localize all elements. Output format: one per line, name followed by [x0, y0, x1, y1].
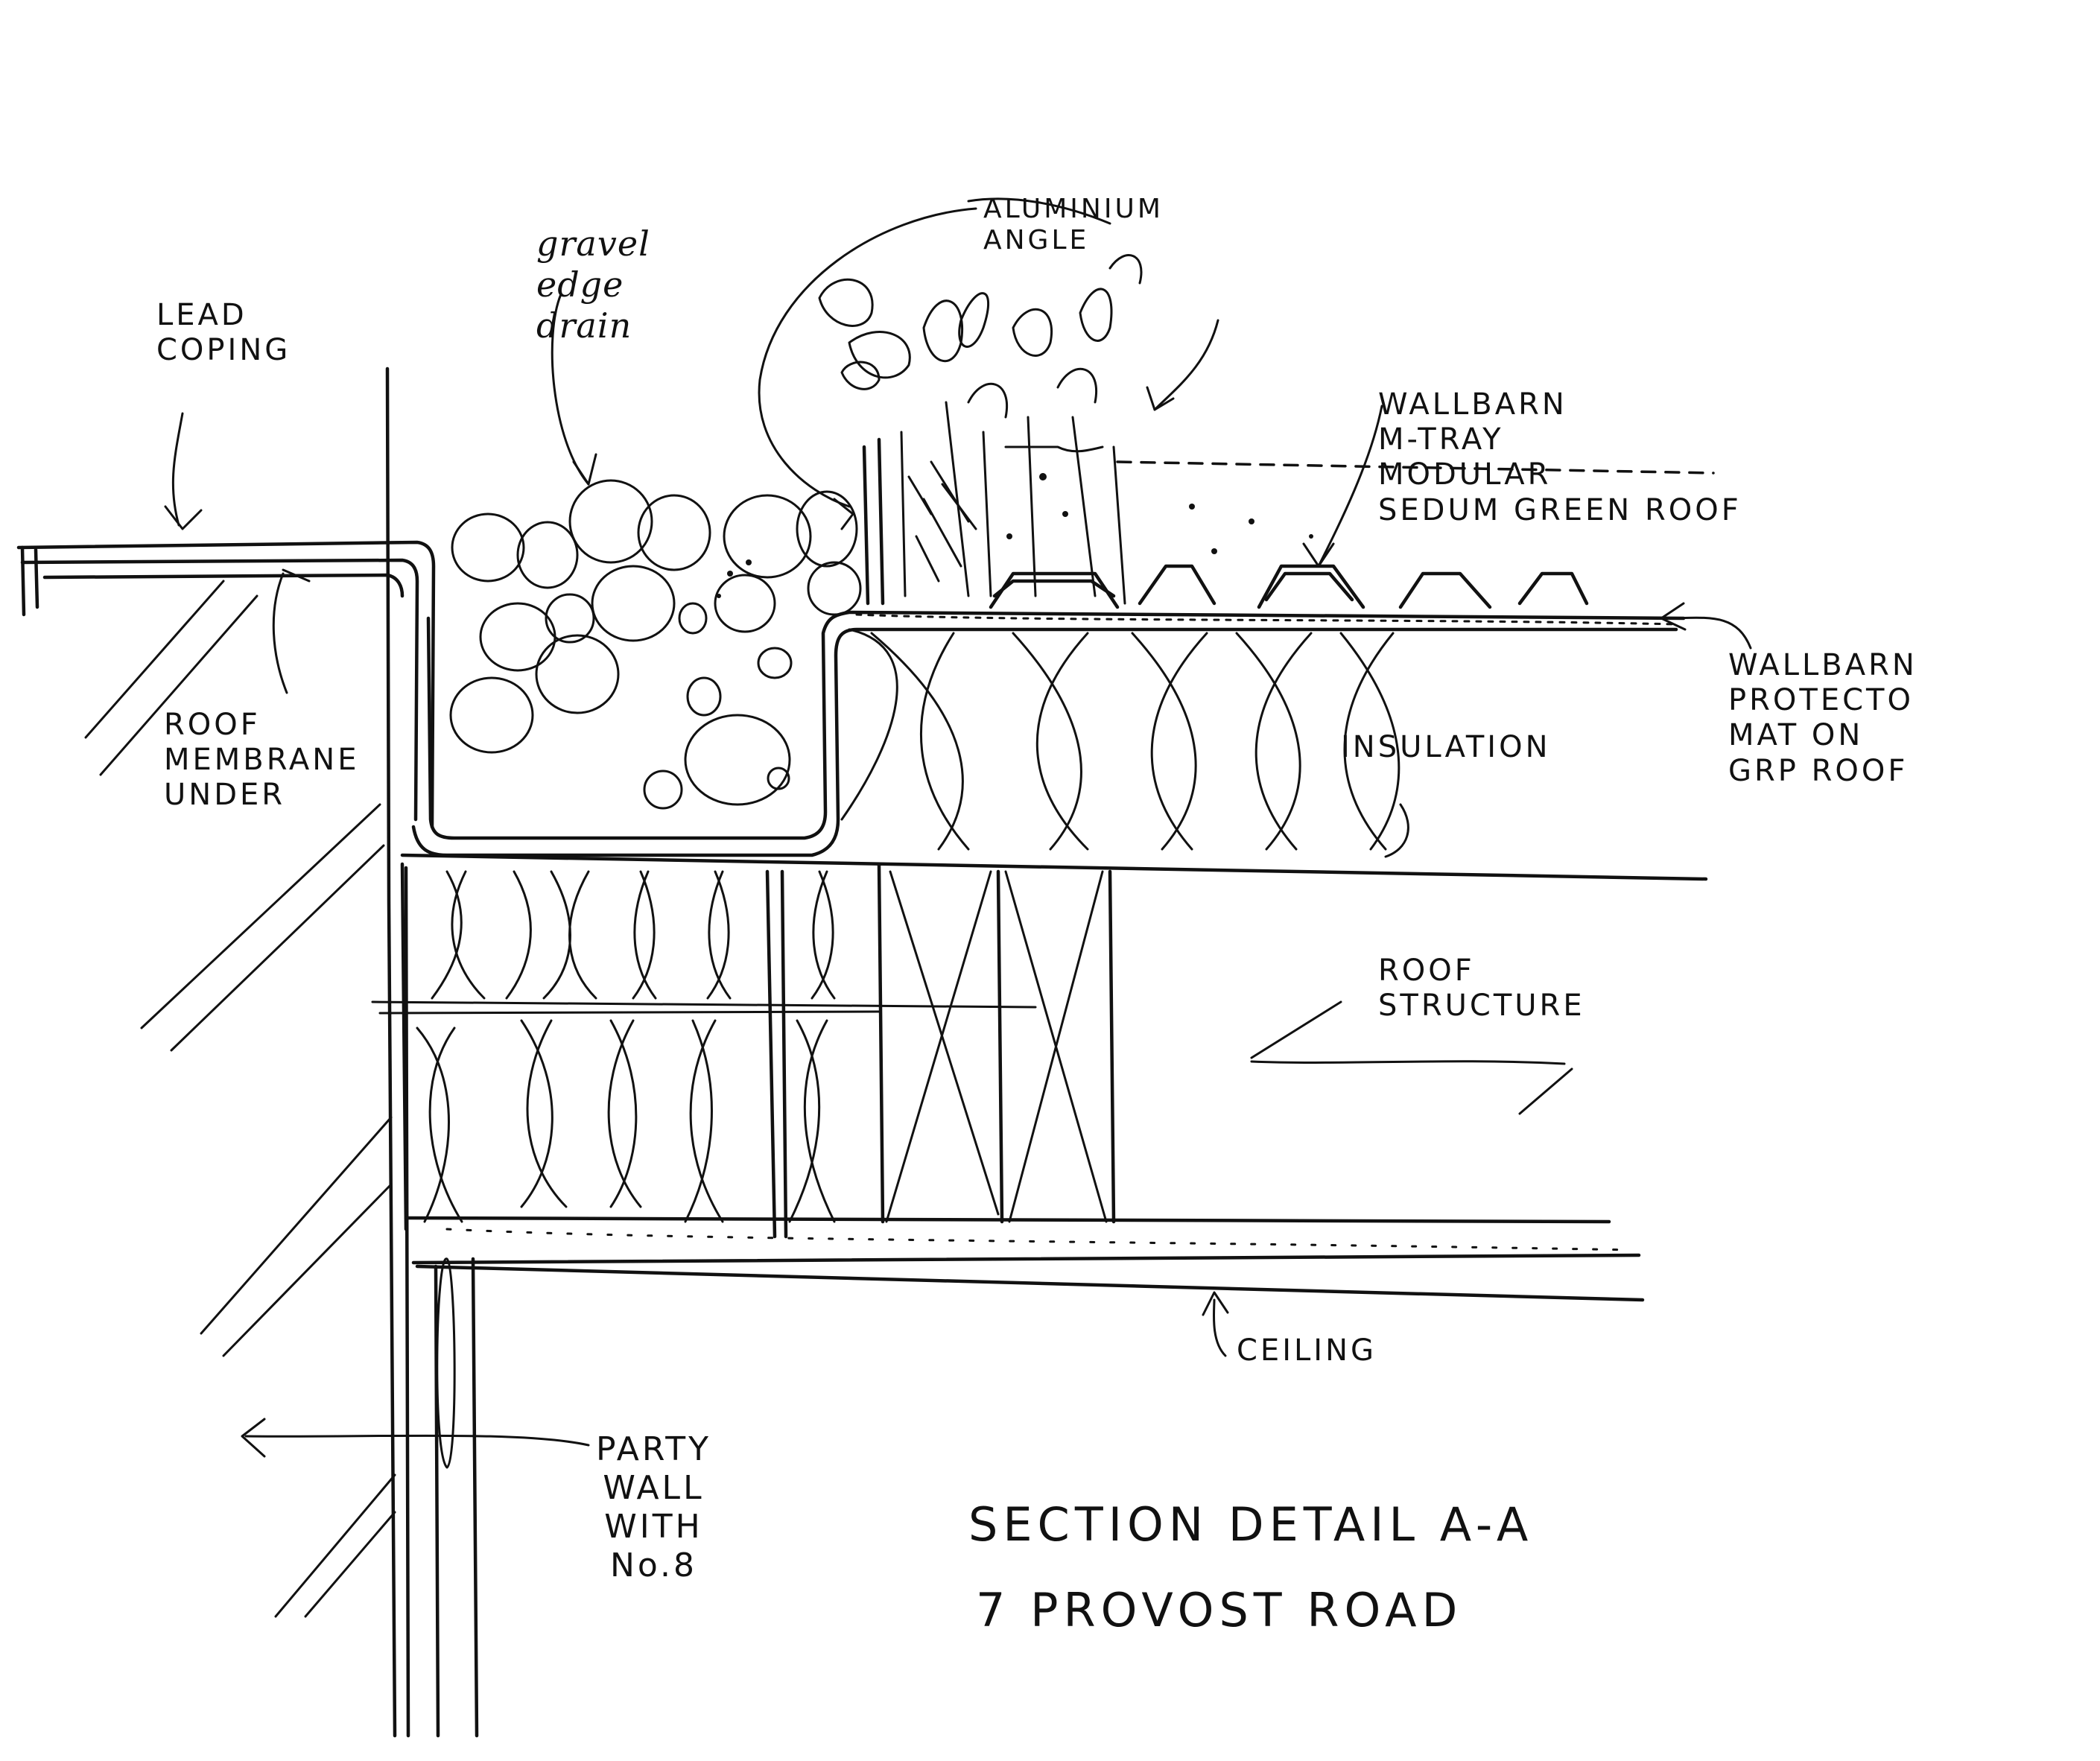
- label-gravel-drain: gravel edge drain: [536, 223, 650, 346]
- label-aluminium-angle: ALUMINIUM ANGLE: [983, 194, 1164, 256]
- label-ceiling: CEILING: [1237, 1333, 1377, 1368]
- label-m-tray: WALLBARN M-TRAY MODULAR SEDUM GREEN ROOF: [1378, 387, 1742, 527]
- label-roof-structure: ROOF STRUCTURE: [1378, 954, 1585, 1024]
- sedum-callout-circle: [758, 207, 977, 508]
- ceiling-layer: [404, 1216, 1645, 1357]
- protection-mat: [855, 613, 1678, 626]
- gravel-stones: [449, 479, 862, 810]
- leader-lines: [164, 197, 1752, 1458]
- label-roof-membrane: ROOF MEMBRANE UNDER: [164, 708, 360, 813]
- roof-structure-arrow: [1250, 1000, 1573, 1115]
- label-lead-coping: LEAD COPING: [156, 298, 291, 368]
- insulation-lower: [371, 862, 1116, 1239]
- label-party-wall: PARTY WALL WITH No.8: [596, 1430, 711, 1584]
- lead-coping: [16, 540, 436, 829]
- insulation-top: [840, 628, 1409, 858]
- label-protecto-mat: WALLBARN PROTECTO MAT ON GRP ROOF: [1728, 648, 1917, 788]
- aluminium-angle: [862, 431, 907, 606]
- wall-hatching: [84, 580, 396, 1618]
- sedum-callout-arrow: [833, 498, 854, 530]
- sedum-plant: [818, 254, 1313, 605]
- drawing-subtitle: 7 PROVOST ROAD: [976, 1583, 1463, 1637]
- green-roof-tray: [989, 460, 1715, 609]
- drawing-title: SECTION DETAIL A-A: [968, 1497, 1534, 1552]
- gravel-tray: [400, 610, 1708, 881]
- label-insulation: INSULATION: [1341, 730, 1551, 764]
